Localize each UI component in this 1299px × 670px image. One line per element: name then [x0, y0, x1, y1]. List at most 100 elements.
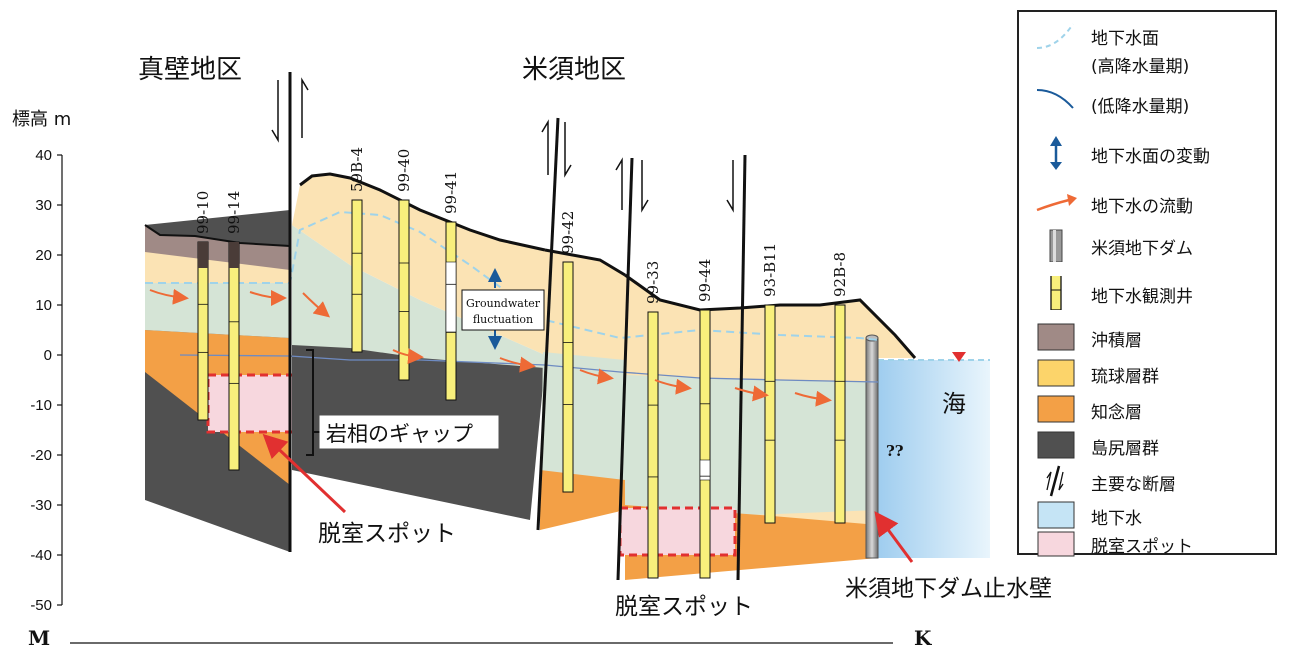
observation-well-99-10: 99-10 [194, 191, 212, 421]
legend-label: 琉球層群 [1091, 367, 1159, 387]
shimajiri-swatch [1037, 431, 1075, 459]
gap-label: 岩相のギャップ [326, 422, 473, 446]
fluctuation-line2: fluctuation [473, 313, 533, 326]
groundwater-swatch [1037, 501, 1075, 529]
legend-item-high-rainfall: (高降水量期) [1019, 46, 1277, 80]
observation-well-92B-8: 92B-8 [831, 252, 849, 524]
legend-label: 沖積層 [1091, 331, 1142, 351]
dam-pointer [874, 511, 914, 563]
elevation-axis: 標高 m 40 30 20 10 0 -10 -20 -30 -40 -50 [12, 109, 71, 614]
fault-icon [1046, 465, 1064, 497]
axis-tick-label: -10 [30, 397, 52, 414]
legend-item-shimajiri: 島尻層群 [1019, 428, 1277, 462]
block-3 [540, 248, 626, 530]
axis-tick-label: 20 [35, 247, 52, 264]
legend-label: 主要な断層 [1091, 475, 1176, 495]
spot-left-label: 脱室スポット [318, 521, 456, 547]
well-label: 59B-4 [348, 147, 366, 192]
water-table-high [145, 210, 879, 341]
legend-label: 知念層 [1091, 403, 1142, 423]
area-title-left: 真壁地区 [138, 55, 242, 85]
legend-item-flow: 地下水の流動 [1019, 186, 1277, 220]
faults [288, 72, 747, 581]
well-label: 99-33 [644, 261, 662, 304]
dam-icon [1049, 229, 1063, 262]
legend-label: 地下水面の変動 [1091, 147, 1210, 167]
well-label: 99-44 [696, 259, 714, 302]
legend-label: (高降水量期) [1091, 57, 1190, 77]
start-label: M [28, 626, 50, 650]
well-label: 93-B11 [761, 243, 779, 297]
well-label: 92B-8 [831, 252, 849, 297]
water-table-high-icon [1036, 23, 1074, 49]
flow-arrows [149, 288, 832, 407]
ryukyu-swatch [1037, 359, 1075, 387]
area-title-right: 米須地区 [522, 55, 626, 85]
legend-label: 地下水の流動 [1091, 197, 1193, 217]
observation-well-99-33: 99-33 [644, 261, 662, 579]
spot-bottom-label: 脱室スポット [615, 594, 753, 620]
chinen-swatch [1037, 395, 1075, 423]
legend-item-water-table: 地下水面 [1019, 18, 1277, 52]
legend-label: 地下水 [1091, 509, 1142, 529]
water-table-low-icon [1036, 89, 1074, 109]
wells: 99-10 99-14 59B-4 99-40 99-41 99-42 99-33 99-44… [194, 147, 849, 579]
well-label: 99-10 [194, 191, 212, 234]
legend-label: 地下水面 [1091, 29, 1159, 49]
observation-well-59B-4: 59B-4 [348, 147, 366, 353]
legend-label: 米須地下ダム [1091, 239, 1193, 259]
legend-item-spot: 脱室スポット [1019, 530, 1277, 557]
sea-label: 海 [942, 390, 966, 418]
observation-well-99-44: 99-44 [696, 259, 714, 579]
axis-tick-label: 30 [35, 197, 52, 214]
legend-item-well: 地下水観測井 [1019, 276, 1277, 310]
flow-arrow-icon [1036, 194, 1077, 212]
well-label: 99-14 [225, 191, 243, 234]
well-label: 99-42 [559, 211, 577, 254]
legend-label: 島尻層群 [1091, 439, 1159, 459]
dam-wall [865, 337, 879, 559]
dam-wall-label: 米須地下ダム止水壁 [845, 576, 1052, 602]
fault-arrows [271, 77, 734, 213]
axis-tick-label: 0 [44, 347, 52, 364]
axis-tick-label: -50 [30, 597, 52, 614]
axis-title: 標高 m [12, 109, 71, 130]
lithofacies-gap: 岩相のギャップ [306, 349, 499, 456]
legend-item-groundwater: 地下水 [1019, 498, 1277, 532]
groundwater-fluctuation: Groundwater fluctuation [461, 268, 545, 350]
axis-tick-label: -20 [30, 447, 52, 464]
observation-well-93-B11: 93-B11 [761, 243, 779, 524]
block-2 [292, 172, 546, 520]
legend-item-alluvium: 沖積層 [1019, 320, 1277, 354]
legend-item-ryukyu: 琉球層群 [1019, 356, 1277, 390]
legend: 地下水面 (高降水量期) (低降水量期) 地下水面の変動 地下水の流動 米須地下… [1017, 10, 1277, 557]
legend-item-fluctuation: 地下水面の変動 [1019, 136, 1277, 170]
observation-well-99-41: 99-41 [442, 171, 460, 401]
legend-label: 脱室スポット [1091, 537, 1193, 557]
axis-tick-label: 10 [35, 297, 52, 314]
legend-item-dam: 米須地下ダム [1019, 228, 1277, 262]
well-label: 99-41 [442, 171, 460, 214]
unknown-label: ?? [886, 442, 904, 460]
end-label: K [914, 626, 932, 650]
fluctuation-line1: Groundwater [466, 297, 541, 310]
fluctuation-arrow-icon [1050, 136, 1062, 170]
alluvium-swatch [1037, 323, 1075, 351]
observation-well-99-42: 99-42 [559, 211, 577, 493]
axis-tick-label: -40 [30, 547, 52, 564]
legend-label: (低降水量期) [1091, 97, 1190, 117]
block-makabe [144, 210, 302, 552]
observation-well-99-40: 99-40 [395, 149, 413, 381]
observation-well-99-14: 99-14 [225, 191, 243, 471]
legend-item-fault: 主要な断層 [1019, 464, 1277, 498]
spot-swatch [1037, 531, 1075, 557]
axis-tick-label: 40 [35, 147, 52, 164]
well-label: 99-40 [395, 149, 413, 192]
legend-item-chinen: 知念層 [1019, 392, 1277, 426]
legend-label: 地下水観測井 [1091, 287, 1193, 307]
sea-level-icon [952, 352, 966, 362]
axis-tick-label: -30 [30, 497, 52, 514]
legend-item-low-rainfall: (低降水量期) [1019, 86, 1277, 120]
well-icon [1050, 276, 1062, 310]
